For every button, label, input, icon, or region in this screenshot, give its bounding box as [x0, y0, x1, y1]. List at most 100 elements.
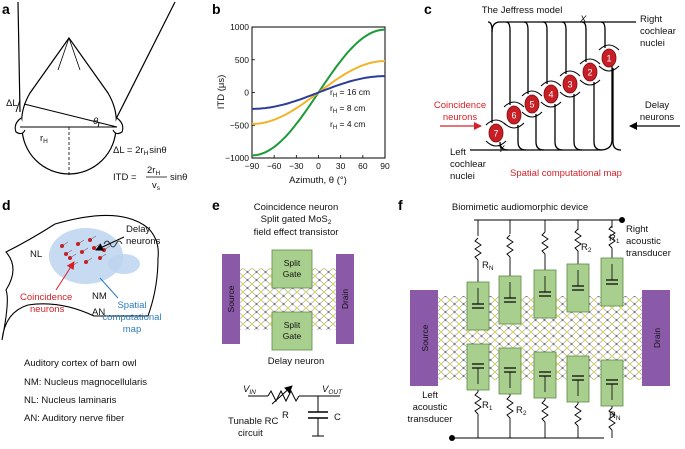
left-transducer-line2: acoustic	[413, 402, 448, 413]
panel-a-head-diagram: ΔL rH θ ΔL = 2rHsinθ ITD = 2rH vs sinθ	[6, 1, 187, 192]
right-transducer-line3: transducer	[626, 248, 671, 259]
neuron-number: 4	[548, 90, 553, 100]
head-nose	[57, 37, 81, 71]
bottom-resistor	[506, 395, 514, 419]
rh-label: rH	[40, 133, 48, 145]
neuron-4: 4	[540, 80, 562, 108]
panel-label-a: a	[2, 1, 10, 17]
neuron-number: 6	[511, 111, 516, 121]
x-tick-label: −90	[245, 161, 260, 171]
c-label: C	[334, 412, 341, 423]
eq-delta-l: ΔL = 2rHsinθ	[113, 145, 167, 157]
top-branch	[561, 21, 567, 74]
left-transducer-line1: Left	[422, 390, 438, 401]
r-label: R	[282, 410, 289, 421]
x-tick-label: 90	[380, 161, 390, 171]
delta-l-bracket	[15, 99, 21, 113]
top-branch	[523, 21, 529, 94]
right-nuclei-line1: Right	[640, 14, 663, 25]
delay-neurons-line1: Delay	[126, 224, 151, 235]
y-tick-label: 1000	[230, 22, 249, 32]
sound-line-right	[111, 1, 176, 128]
panel-label-e: e	[212, 197, 220, 213]
left-transducer-line3: transducer	[408, 414, 453, 425]
right-transducer-line2: acoustic	[626, 236, 661, 247]
chart-xlabel: Azimuth, θ (°)	[289, 175, 347, 186]
x-tick-label: 30	[336, 161, 346, 171]
f-column-1	[466, 220, 490, 438]
neuron-number: 1	[606, 54, 611, 64]
x-tick-label: 0	[316, 161, 321, 171]
jeffress-axon-lines	[470, 21, 636, 151]
top-resistor	[506, 234, 514, 258]
right-terminal	[619, 217, 625, 223]
f-column-4	[566, 220, 590, 438]
left-nuclei-line2: cochlear	[450, 159, 486, 170]
neuron-number: 5	[529, 100, 534, 110]
delay-line2: neurons	[640, 112, 675, 123]
rn-top-label: RN	[482, 260, 494, 272]
top-branch	[600, 21, 606, 48]
resistor	[267, 389, 300, 403]
bottom-branch	[499, 141, 509, 151]
jeffress-x: X	[579, 14, 587, 25]
e-header-line1: Coincidence neuron	[254, 202, 339, 213]
spatial-line1: Spatial	[117, 300, 146, 311]
eq-itd-lhs: ITD =	[113, 172, 137, 183]
panel-f-device: Biomimetic audiomorphic device Right aco…	[408, 202, 671, 441]
y-tick-label: −500	[230, 120, 249, 130]
x-tick-label: 60	[358, 161, 368, 171]
caption-line4: AN: Auditory nerve fiber	[24, 413, 124, 424]
bottom-branch	[573, 94, 583, 151]
gate-top-line1: Split	[284, 258, 301, 268]
right-transducer-line1: Right	[626, 224, 649, 235]
top-branch	[542, 21, 548, 84]
eq-itd-num: 2rH	[147, 165, 160, 177]
source-electrode	[222, 254, 240, 344]
r2-top-label: R2	[581, 242, 592, 254]
bottom-resistor	[608, 407, 616, 431]
rc-caption-line1: Tunable RC	[228, 416, 278, 427]
caption-line1: Auditory cortex of barn owl	[24, 358, 136, 369]
neuron-5: 5	[521, 90, 543, 118]
eq-itd-den: vs	[152, 180, 161, 192]
y-tick-label: 0	[244, 88, 249, 98]
sound-line-left	[17, 1, 21, 113]
panel-label-d: d	[2, 197, 11, 213]
bottom-branch	[517, 125, 527, 151]
nl-label: NL	[30, 249, 42, 260]
neuron-number: 3	[567, 80, 572, 90]
coincidence-line2: neurons	[443, 112, 478, 123]
top-gate-box	[533, 269, 557, 319]
right-nuclei-line3: nuclei	[640, 38, 665, 49]
theta-arc	[97, 121, 100, 128]
rc-caption-line2: circuit	[238, 428, 263, 439]
panel-label-f: f	[398, 197, 403, 213]
f-column-3	[533, 220, 557, 438]
drain-label: Drain	[340, 289, 350, 310]
panel-label-c: c	[424, 1, 432, 17]
bottom-branch	[554, 104, 564, 151]
e-header-line2: Split gated MoS2	[261, 214, 332, 226]
top-gate-box	[600, 257, 624, 307]
delta-l-label: ΔL	[6, 98, 18, 109]
r1-bottom-label: R1	[482, 400, 493, 412]
spatial-line2: computational	[102, 312, 161, 323]
top-resistor	[474, 237, 482, 261]
delay-neurons-line2: neurons	[126, 236, 161, 247]
coincidence-pointer	[55, 261, 75, 291]
caption-line3: NL: Nucleus laminaris	[24, 395, 117, 406]
top-gate-box	[466, 281, 490, 331]
r2-bottom-label: R2	[516, 405, 527, 417]
x-tick-label: −30	[289, 161, 304, 171]
neuron-6: 6	[503, 101, 525, 129]
top-resistor	[574, 228, 582, 252]
split-gate-bottom	[271, 311, 313, 351]
tunable-arrow	[271, 385, 293, 405]
top-gate-box	[566, 263, 590, 313]
neuron-3: 3	[559, 70, 581, 98]
coincidence-label-line1: Coincidence	[20, 292, 72, 303]
top-resistor	[541, 231, 549, 255]
